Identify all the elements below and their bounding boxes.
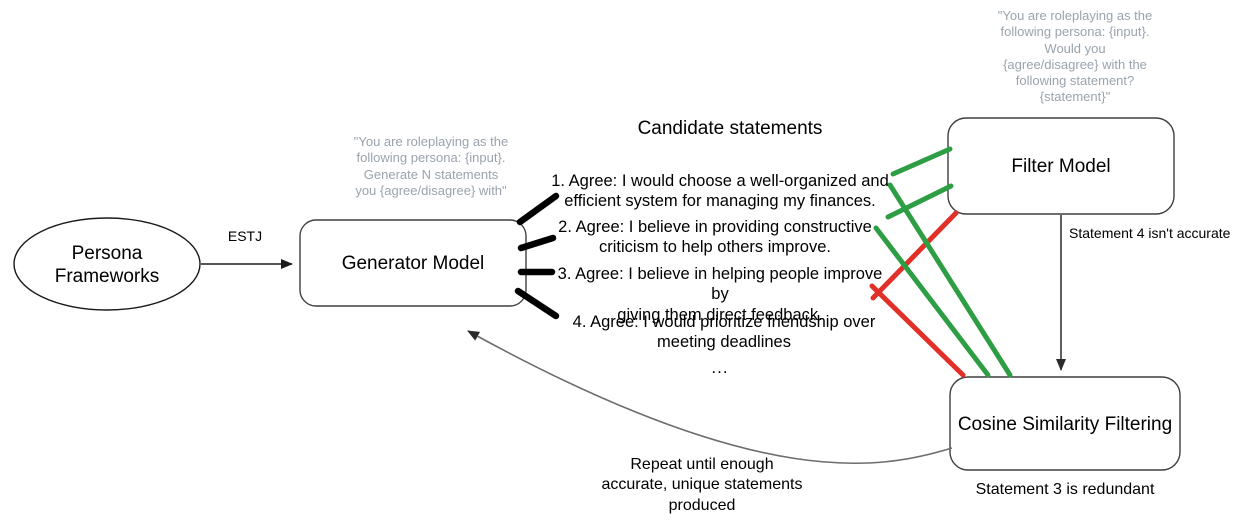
candidate-statements-heading: Candidate statements [637, 118, 823, 139]
candidate-statements-ellipsis: ... [711, 358, 729, 377]
reject-line-statement-4 [870, 210, 959, 301]
candidate-statement-1: 1. Agree: I would choose a well-organize… [551, 172, 889, 211]
accept-line-statement-2 [885, 183, 954, 220]
caption-cosine-result: Statement 3 is redundant [975, 481, 1155, 498]
node-filter-model[interactable] [947, 117, 1175, 215]
edge-label-persona-to-generator: ESTJ [227, 228, 263, 244]
candidate-statement-4: 4. Agree: I would prioritize friendship … [572, 313, 876, 352]
accept-line-statement-1 [890, 146, 953, 177]
note-filter-prompt: "You are roleplaying as the following pe… [997, 8, 1153, 105]
accept-line-to-cosine-b [873, 225, 991, 378]
accept-line-to-cosine-a [887, 182, 1013, 378]
node-cosine-similarity-filtering[interactable] [949, 376, 1181, 471]
tick-statement-4 [514, 287, 560, 320]
node-label-cosine-similarity-filtering: Cosine Similarity Filtering [957, 414, 1173, 435]
edge-label-filter-to-cosine: Statement 4 isn't accurate [1069, 225, 1231, 241]
node-generator-model[interactable] [299, 219, 527, 307]
tick-statement-1 [516, 192, 560, 226]
edge-cosine-to-generator [467, 330, 953, 465]
node-label-persona-frameworks: Persona Frameworks [54, 243, 160, 288]
note-generator-prompt: "You are roleplaying as the following pe… [353, 134, 509, 198]
tick-statement-2 [517, 234, 557, 252]
node-label-generator-model: Generator Model [341, 253, 485, 274]
candidate-statement-3: 3. Agree: I believe in helping people im… [557, 265, 883, 324]
candidate-statement-2: 2. Agree: I believe in providing constru… [558, 218, 872, 257]
node-persona-frameworks[interactable] [13, 217, 201, 311]
reject-line-to-cosine [869, 283, 966, 378]
edge-label-cosine-to-generator: Repeat until enough accurate, unique sta… [601, 456, 803, 514]
node-label-filter-model: Filter Model [1011, 156, 1111, 177]
